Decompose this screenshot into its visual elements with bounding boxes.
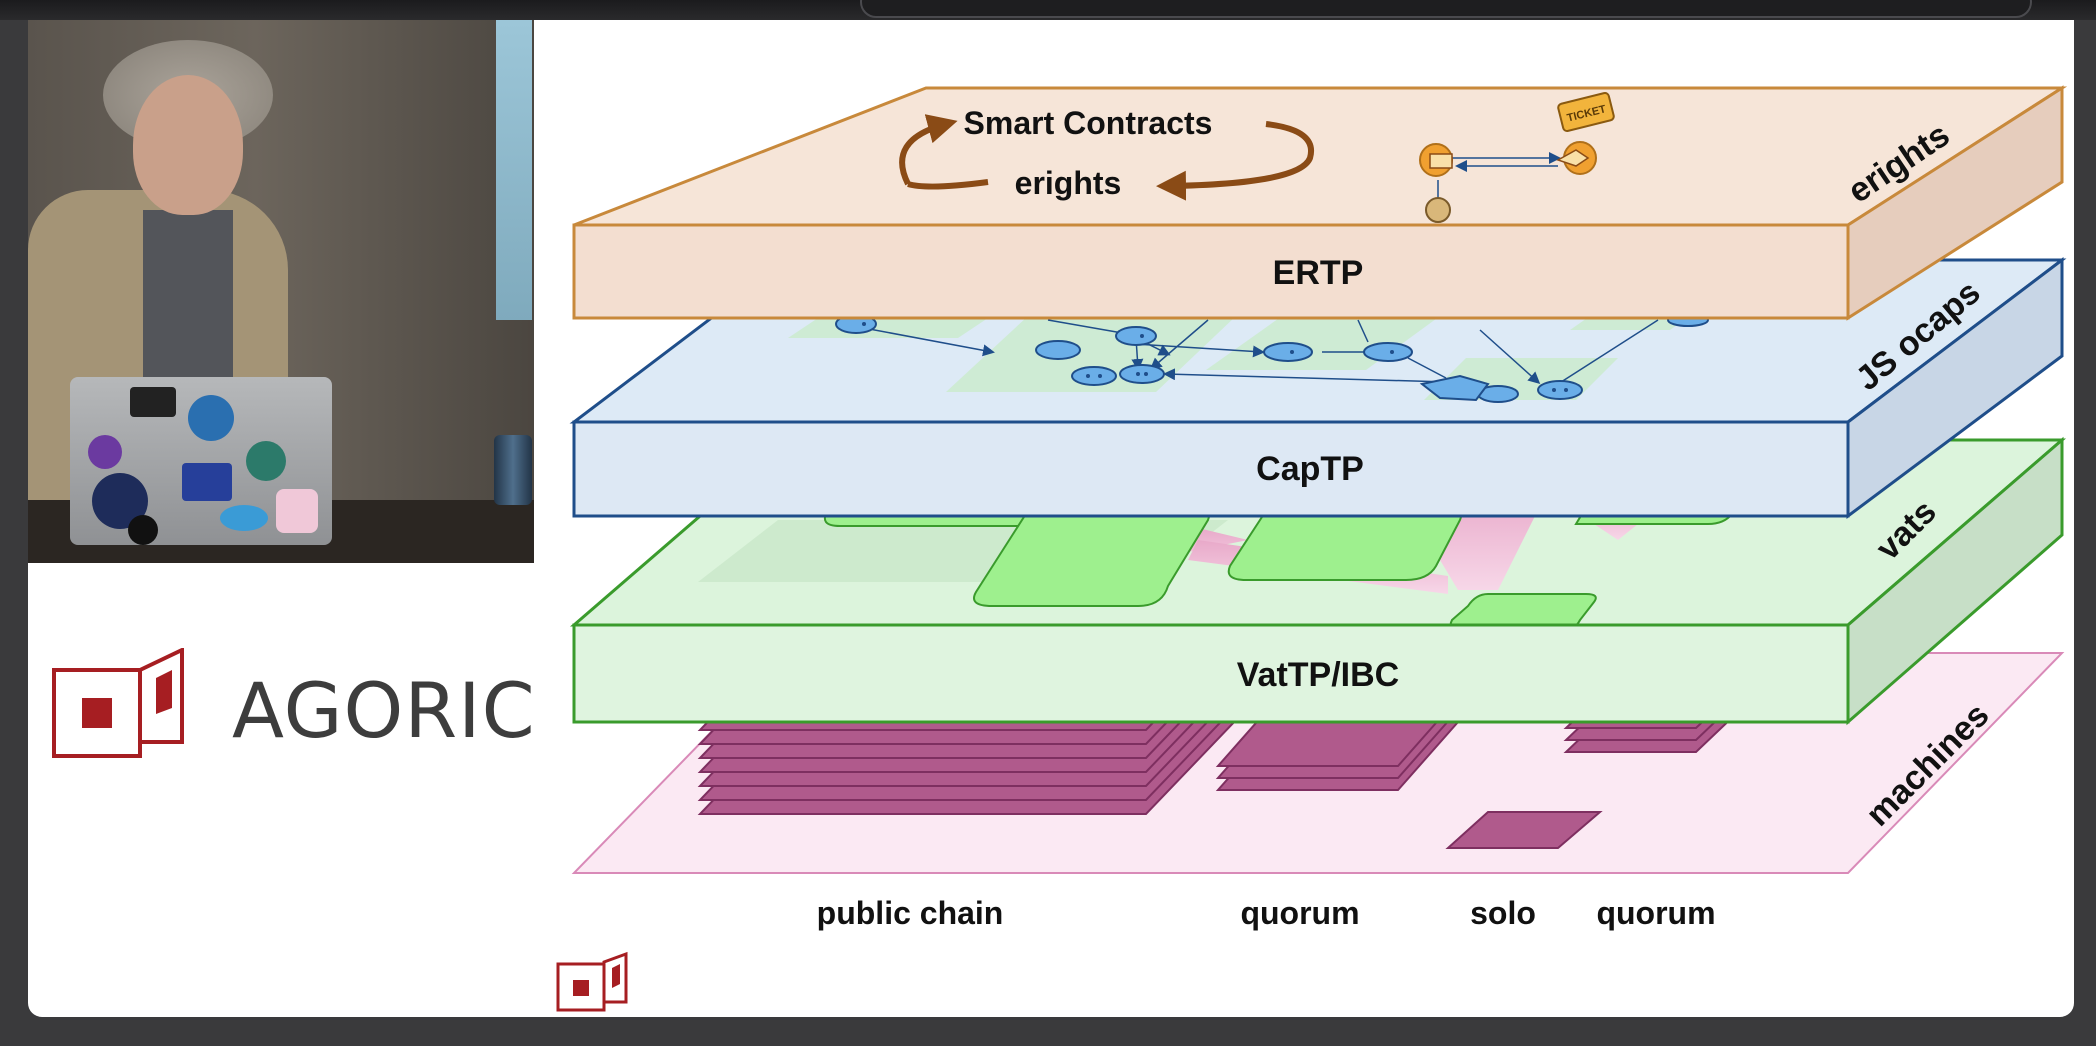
presenter-head xyxy=(133,75,243,215)
ticket-icon: TICKET xyxy=(1557,91,1615,133)
address-bar[interactable] xyxy=(860,0,2032,18)
presenter-video[interactable] xyxy=(28,20,534,563)
sticker-icon xyxy=(220,505,268,531)
erights-cycle-label: erights xyxy=(1015,165,1122,201)
sticker-icon xyxy=(188,395,234,441)
sticker-icon xyxy=(128,515,158,545)
sticker-icon xyxy=(182,463,232,501)
coin-icon xyxy=(1425,197,1451,223)
cycle-arrow-top-icon xyxy=(899,114,958,186)
projector-screen xyxy=(496,20,532,320)
solo-node xyxy=(1445,811,1603,849)
layer-front-label-ertp: ERTP xyxy=(1273,254,1364,292)
machine-label-quorum-2: quorum xyxy=(1596,895,1715,931)
agoric-logo: AGORIC xyxy=(50,646,535,768)
erights-layer: Smart Contracts erights TICKET ERTP xyxy=(572,85,2068,321)
sticker-icon xyxy=(130,387,176,417)
cycle-arrow-bottom-icon xyxy=(1156,121,1315,201)
laptop xyxy=(70,377,332,545)
agoric-small-mark-icon xyxy=(556,951,628,1012)
layer-front-label-captp: CapTP xyxy=(1256,450,1364,488)
agoric-mark-icon xyxy=(52,646,184,758)
architecture-diagram: machines VatTP/IBC vats xyxy=(556,85,2068,1012)
sticker-icon xyxy=(276,489,318,533)
machine-label-public-chain: public chain xyxy=(817,895,1004,931)
layer-front-label-vattp: VatTP/IBC xyxy=(1237,656,1399,694)
smart-contracts-label: Smart Contracts xyxy=(964,105,1213,141)
exchange-illustration: TICKET xyxy=(1419,91,1615,223)
sticker-icon xyxy=(88,435,122,469)
drink-can xyxy=(494,435,532,505)
slide-frame: AGORIC xyxy=(28,20,2074,1017)
window-top-bar xyxy=(0,0,2096,20)
machine-label-solo: solo xyxy=(1470,895,1536,931)
brand-name: AGORIC xyxy=(232,666,536,755)
machine-label-quorum: quorum xyxy=(1240,895,1359,931)
sticker-icon xyxy=(246,441,286,481)
